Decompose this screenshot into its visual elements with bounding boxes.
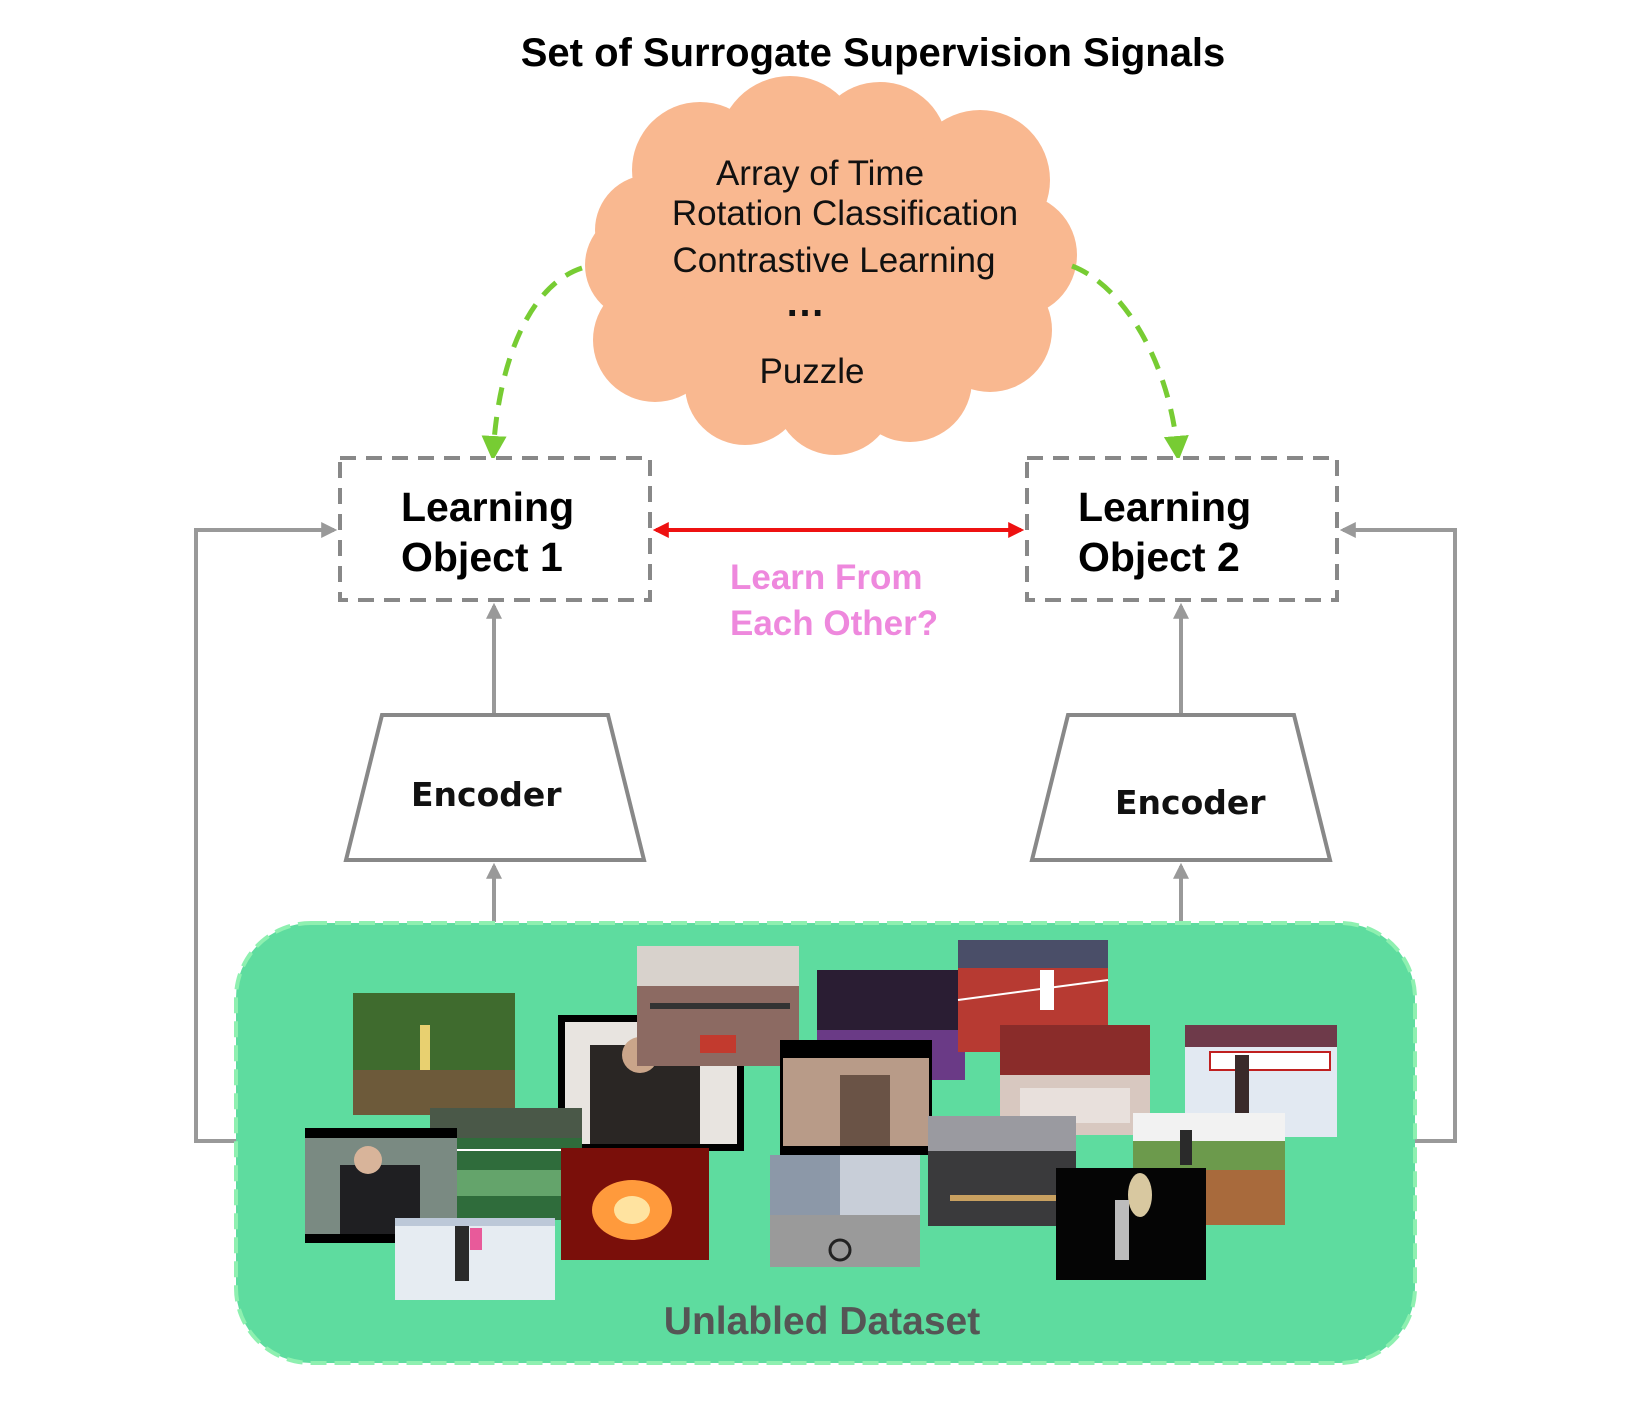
learning-object-1-line2: Object 1: [401, 534, 563, 580]
learning-object-2: Learning Object 2: [1025, 456, 1339, 602]
cloud-line-contrastive-learning: Contrastive Learning: [673, 241, 996, 280]
feedback-loop-right: [1339, 522, 1457, 1143]
learning-object-1-line1: Learning: [401, 484, 574, 530]
weightlifter-photo: [637, 946, 799, 1066]
mutual-question-line1: Learn From: [730, 558, 923, 597]
gym-photo: [928, 1116, 1076, 1226]
learning-object-1: Learning Object 1: [338, 456, 652, 602]
mutual-question-line2: Each Other?: [730, 604, 938, 643]
encoder-2: Encoder: [1029, 713, 1333, 862]
dataset-images: [305, 940, 1337, 1300]
diagram-title: Set of Surrogate Supervision Signals: [521, 31, 1226, 75]
cloud-line-puzzle: Puzzle: [759, 352, 864, 391]
signal-arrow-right: [1071, 263, 1189, 461]
encoder-1-label: Encoder: [411, 775, 562, 814]
cloud-line-rotation-classification: Rotation Classification: [672, 194, 1018, 233]
fire-photo: [561, 1148, 709, 1260]
cloud-line-array-of-time: Array of Time: [716, 154, 924, 193]
outdoor-batting-photo: [353, 993, 515, 1115]
learning-object-2-box: [1025, 456, 1339, 602]
signal-arrow-left: [481, 265, 583, 461]
dataset-label: Unlabled Dataset: [664, 1300, 980, 1343]
cloud-shape: [585, 76, 1077, 455]
encoder-1-shape: [343, 713, 647, 862]
girl-at-desk-photo: [780, 1040, 932, 1155]
encoder-2-label: Encoder: [1115, 783, 1266, 822]
learning-object-2-line1: Learning: [1078, 484, 1251, 530]
learning-object-1-box: [338, 456, 652, 602]
dancer-stage-photo: [1056, 1168, 1206, 1280]
cyclist-photo: [770, 1155, 920, 1267]
cloud-ellipsis: …: [785, 281, 825, 325]
learning-object-2-line2: Object 2: [1078, 534, 1240, 580]
figure-skating-photo-2: [395, 1218, 555, 1300]
encoder-2-shape: [1029, 713, 1333, 862]
encoder-1: Encoder: [343, 713, 647, 862]
feedback-loop-left: [194, 522, 338, 1143]
surrogate-signals-cloud: Array of Time Rotation Classification Co…: [585, 76, 1077, 455]
